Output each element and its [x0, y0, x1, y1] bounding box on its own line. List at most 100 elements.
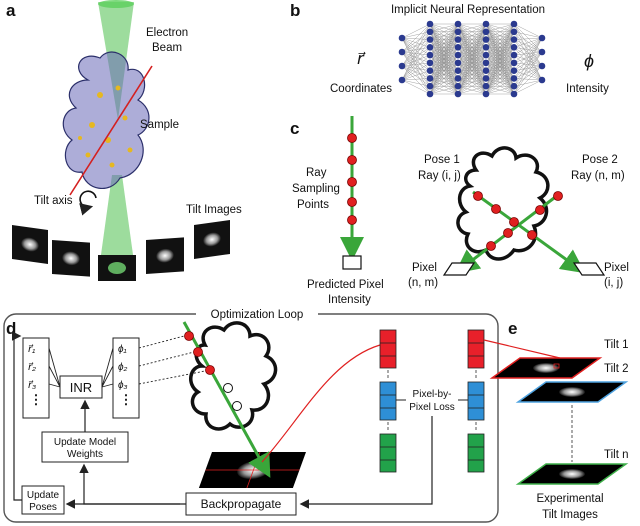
network-edge — [401, 54, 431, 81]
network-edge — [401, 51, 431, 87]
ray-label-1: Ray — [306, 167, 327, 179]
predicted-pixel-label-1: Predicted Pixel — [307, 279, 384, 291]
network-edge — [485, 23, 515, 87]
network-edge — [429, 31, 459, 95]
intensity-label: Intensity — [566, 83, 609, 95]
network-edge — [401, 51, 431, 56]
phi2-label: ϕ₂ — [118, 362, 128, 373]
inr-title: Implicit Neural Representation — [391, 4, 545, 16]
network-node — [482, 51, 490, 59]
network-edge — [401, 65, 431, 87]
network-edge — [513, 37, 543, 64]
network-edge — [485, 23, 515, 48]
single-ray — [340, 116, 364, 270]
r2-label: r⃗₂ — [28, 362, 36, 373]
update-poses-button[interactable] — [21, 485, 65, 515]
network-edge — [513, 37, 543, 87]
network-edge — [513, 23, 543, 39]
network-edge — [401, 51, 431, 79]
network-edge — [513, 70, 543, 81]
network-edge — [513, 54, 543, 67]
sample-volume — [62, 51, 150, 189]
network-edge — [401, 65, 431, 95]
network-edge — [457, 31, 487, 95]
pose2-label-2: Ray (n, m) — [571, 170, 625, 182]
network-edge — [401, 37, 431, 64]
network-edge — [513, 62, 543, 81]
phi3-label: ϕ₃ — [118, 380, 128, 391]
network-edge — [429, 23, 459, 71]
network-edge — [513, 47, 543, 67]
network-node — [426, 90, 434, 98]
network-edge — [513, 37, 543, 71]
network-edge — [401, 31, 431, 53]
pixel-ij-label-1: Pixel — [604, 262, 629, 274]
network-edge — [513, 51, 543, 56]
network-edge — [401, 23, 431, 67]
network-node — [482, 82, 490, 90]
backpropagate-label: Backpropagate — [201, 497, 282, 511]
network-edge — [513, 37, 543, 56]
tilt-axis-label: Tilt axis — [34, 195, 73, 207]
experimental-label-1: Experimental — [536, 493, 603, 505]
network-edge — [485, 78, 515, 95]
r1-label: r⃗₁ — [28, 344, 35, 355]
sample-label: Sample — [140, 119, 179, 131]
network-node — [454, 44, 462, 51]
network-edge — [401, 79, 431, 87]
network-edge — [401, 79, 431, 95]
network-edge — [485, 23, 515, 64]
network-edge — [513, 37, 543, 95]
network-node — [510, 75, 518, 82]
network-node — [538, 48, 546, 56]
coordinate-vector — [22, 337, 50, 419]
tilt1-link — [483, 339, 561, 359]
network-edge — [401, 23, 431, 39]
network-node — [398, 34, 406, 42]
network-edge — [485, 23, 515, 40]
network-edge — [401, 31, 431, 39]
network-node — [426, 82, 434, 90]
network-edge — [457, 23, 487, 79]
predicted-pixel-stack — [379, 329, 397, 473]
network-edge — [429, 62, 459, 95]
network-node — [398, 76, 406, 84]
network-node — [482, 20, 490, 28]
pixel-link-line — [261, 344, 381, 463]
pose2-label-1: Pose 2 — [582, 154, 618, 166]
phi1-label: ϕ₁ — [118, 344, 127, 355]
network-edge — [513, 37, 543, 48]
network-node — [398, 62, 406, 70]
network-edge — [401, 31, 431, 81]
network-edge — [513, 62, 543, 67]
panel-label-a: a — [6, 1, 16, 20]
network-node — [454, 75, 462, 82]
network-edge — [429, 23, 459, 48]
network-node — [482, 67, 490, 74]
network-edge — [401, 65, 431, 71]
tilt-image-strip — [12, 219, 230, 281]
network-edge — [457, 86, 487, 95]
loss-label-bg — [406, 384, 458, 416]
intensity-symbol: ϕ — [584, 51, 594, 71]
network-node — [538, 62, 546, 70]
network-edge — [485, 23, 515, 71]
network-edge — [513, 31, 543, 81]
network-edge — [485, 23, 515, 56]
network-node — [454, 36, 462, 43]
r3-label: r⃗₃ — [28, 380, 36, 391]
network-edge — [513, 31, 543, 53]
network-node — [538, 76, 546, 84]
network-edge — [401, 47, 431, 53]
coordinates-label: Coordinates — [330, 83, 392, 95]
network-edge — [513, 51, 543, 95]
tilt-image-4 — [146, 237, 184, 274]
network-edge — [513, 54, 543, 81]
network-edge — [485, 54, 515, 95]
network-edge — [485, 86, 515, 95]
network-edge — [513, 51, 543, 87]
network-edge — [429, 23, 459, 40]
network-edge — [513, 51, 543, 79]
tilt-image-3 — [98, 255, 136, 281]
